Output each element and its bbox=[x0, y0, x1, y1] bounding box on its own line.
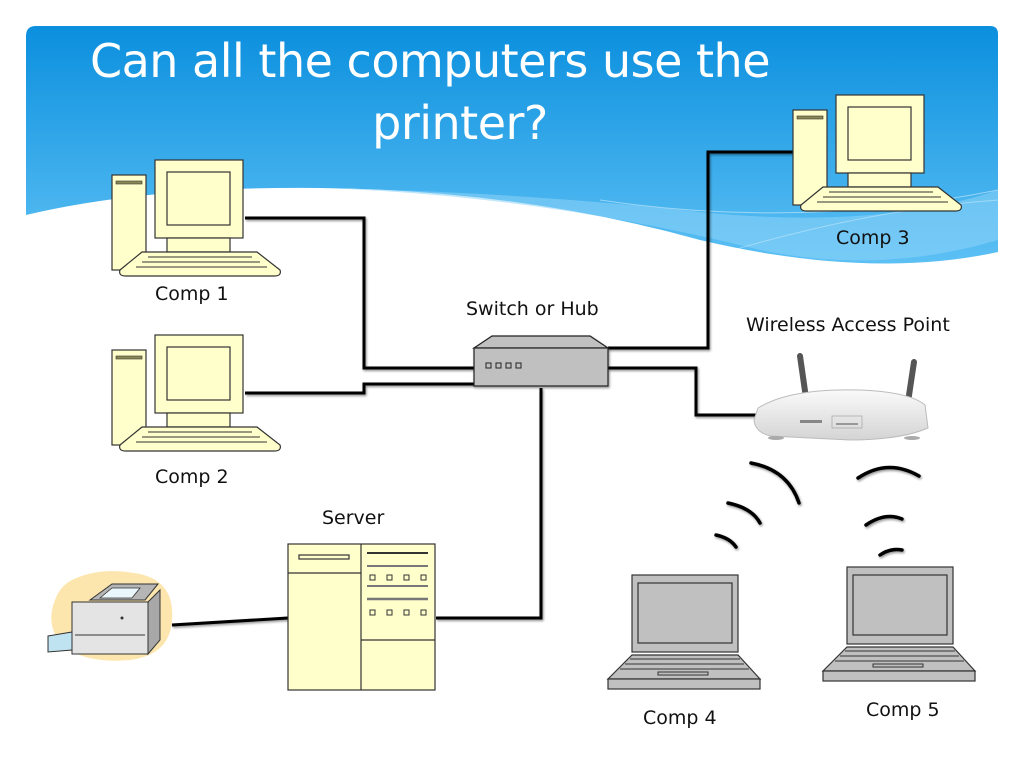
network-cables bbox=[171, 150, 795, 627]
server-led bbox=[403, 574, 410, 581]
router-panel-leds bbox=[836, 423, 858, 425]
server-led bbox=[386, 574, 393, 581]
keyboard bbox=[800, 186, 962, 212]
server-drive-slot bbox=[298, 554, 350, 560]
keyboard bbox=[119, 426, 281, 452]
monitor-screen bbox=[166, 171, 231, 226]
printer-paper-tray bbox=[47, 631, 73, 653]
title-line-2: printer? bbox=[372, 96, 548, 150]
title-banner bbox=[26, 26, 999, 264]
printer-front bbox=[71, 601, 149, 655]
antenna-right bbox=[905, 359, 917, 405]
server-led bbox=[420, 574, 427, 581]
server-led bbox=[420, 609, 427, 616]
banner-wave-line bbox=[699, 199, 999, 261]
cable-wap-switch bbox=[608, 366, 760, 417]
router-panel bbox=[831, 415, 863, 429]
switch-port bbox=[515, 362, 522, 369]
wireless-access-point-icon[interactable] bbox=[753, 353, 929, 441]
signal-arc bbox=[749, 461, 801, 505]
server-led bbox=[386, 609, 393, 616]
antenna-left bbox=[797, 353, 809, 401]
router-body bbox=[753, 389, 929, 441]
wap-label: Wireless Access Point bbox=[746, 314, 950, 336]
keyboard bbox=[119, 251, 281, 277]
server-label: Server bbox=[322, 507, 385, 529]
trackpad bbox=[657, 671, 709, 676]
comp1-label: Comp 1 bbox=[155, 283, 229, 305]
printer-side bbox=[147, 588, 161, 656]
monitor-stand bbox=[847, 172, 912, 188]
tower-drive bbox=[115, 355, 143, 360]
server-indicator-lights bbox=[369, 574, 427, 616]
comp3-label: Comp 3 bbox=[836, 227, 910, 249]
signal-arc bbox=[714, 533, 738, 549]
signal-arc bbox=[856, 465, 921, 480]
switch-hub-icon[interactable] bbox=[472, 335, 610, 387]
comp5-label: Comp 5 bbox=[866, 699, 940, 721]
cable-printer-server bbox=[171, 616, 289, 627]
signal-arc bbox=[864, 514, 904, 527]
monitor-stand bbox=[166, 237, 231, 253]
laptop-screen bbox=[852, 574, 948, 636]
banner-wave-highlight bbox=[320, 188, 998, 261]
signal-arc bbox=[726, 501, 762, 525]
switch-body bbox=[473, 347, 609, 387]
laptop-screen bbox=[637, 582, 733, 644]
slide-title: Can all the computers use the printer? bbox=[40, 30, 820, 154]
router-foot bbox=[768, 436, 784, 440]
comp2-label: Comp 2 bbox=[155, 466, 229, 488]
desktop-computer-icon[interactable] bbox=[111, 159, 281, 277]
cable-comp2-switch bbox=[245, 382, 474, 395]
switch-port bbox=[495, 362, 502, 369]
desktop-computer-icon[interactable] bbox=[792, 94, 962, 212]
tower-drive bbox=[796, 115, 824, 120]
cable-comp3-switch bbox=[608, 150, 795, 350]
printer-paper-out bbox=[98, 587, 141, 599]
comp4-label: Comp 4 bbox=[643, 707, 717, 729]
router-leds bbox=[800, 420, 822, 423]
switch-label: Switch or Hub bbox=[466, 298, 599, 320]
wireless-signal-icon bbox=[714, 461, 921, 557]
laptop-computer-icon[interactable] bbox=[821, 566, 977, 682]
banner-background bbox=[26, 26, 998, 264]
switch-top bbox=[472, 335, 610, 349]
printer-icon[interactable] bbox=[47, 571, 173, 661]
trackpad bbox=[872, 663, 924, 668]
monitor-screen bbox=[847, 106, 912, 161]
switch-port bbox=[485, 362, 492, 369]
signal-arc bbox=[878, 547, 904, 557]
tower-drive bbox=[115, 180, 143, 185]
cable-server-switch bbox=[436, 388, 543, 620]
laptop-base bbox=[607, 678, 761, 690]
printer-button bbox=[120, 616, 124, 620]
desktop-computer-icon[interactable] bbox=[111, 334, 281, 452]
laptop-computer-icon[interactable] bbox=[606, 574, 762, 690]
server-led bbox=[369, 609, 376, 616]
server-led bbox=[369, 574, 376, 581]
switch-port bbox=[505, 362, 512, 369]
server-led bbox=[403, 609, 410, 616]
cable-comp1-switch bbox=[245, 216, 474, 370]
monitor-stand bbox=[166, 412, 231, 428]
title-line-1: Can all the computers use the bbox=[89, 34, 771, 88]
laptop-base bbox=[822, 670, 976, 682]
server-icon[interactable] bbox=[287, 543, 436, 691]
router-foot bbox=[904, 436, 920, 440]
monitor-screen bbox=[166, 346, 231, 401]
